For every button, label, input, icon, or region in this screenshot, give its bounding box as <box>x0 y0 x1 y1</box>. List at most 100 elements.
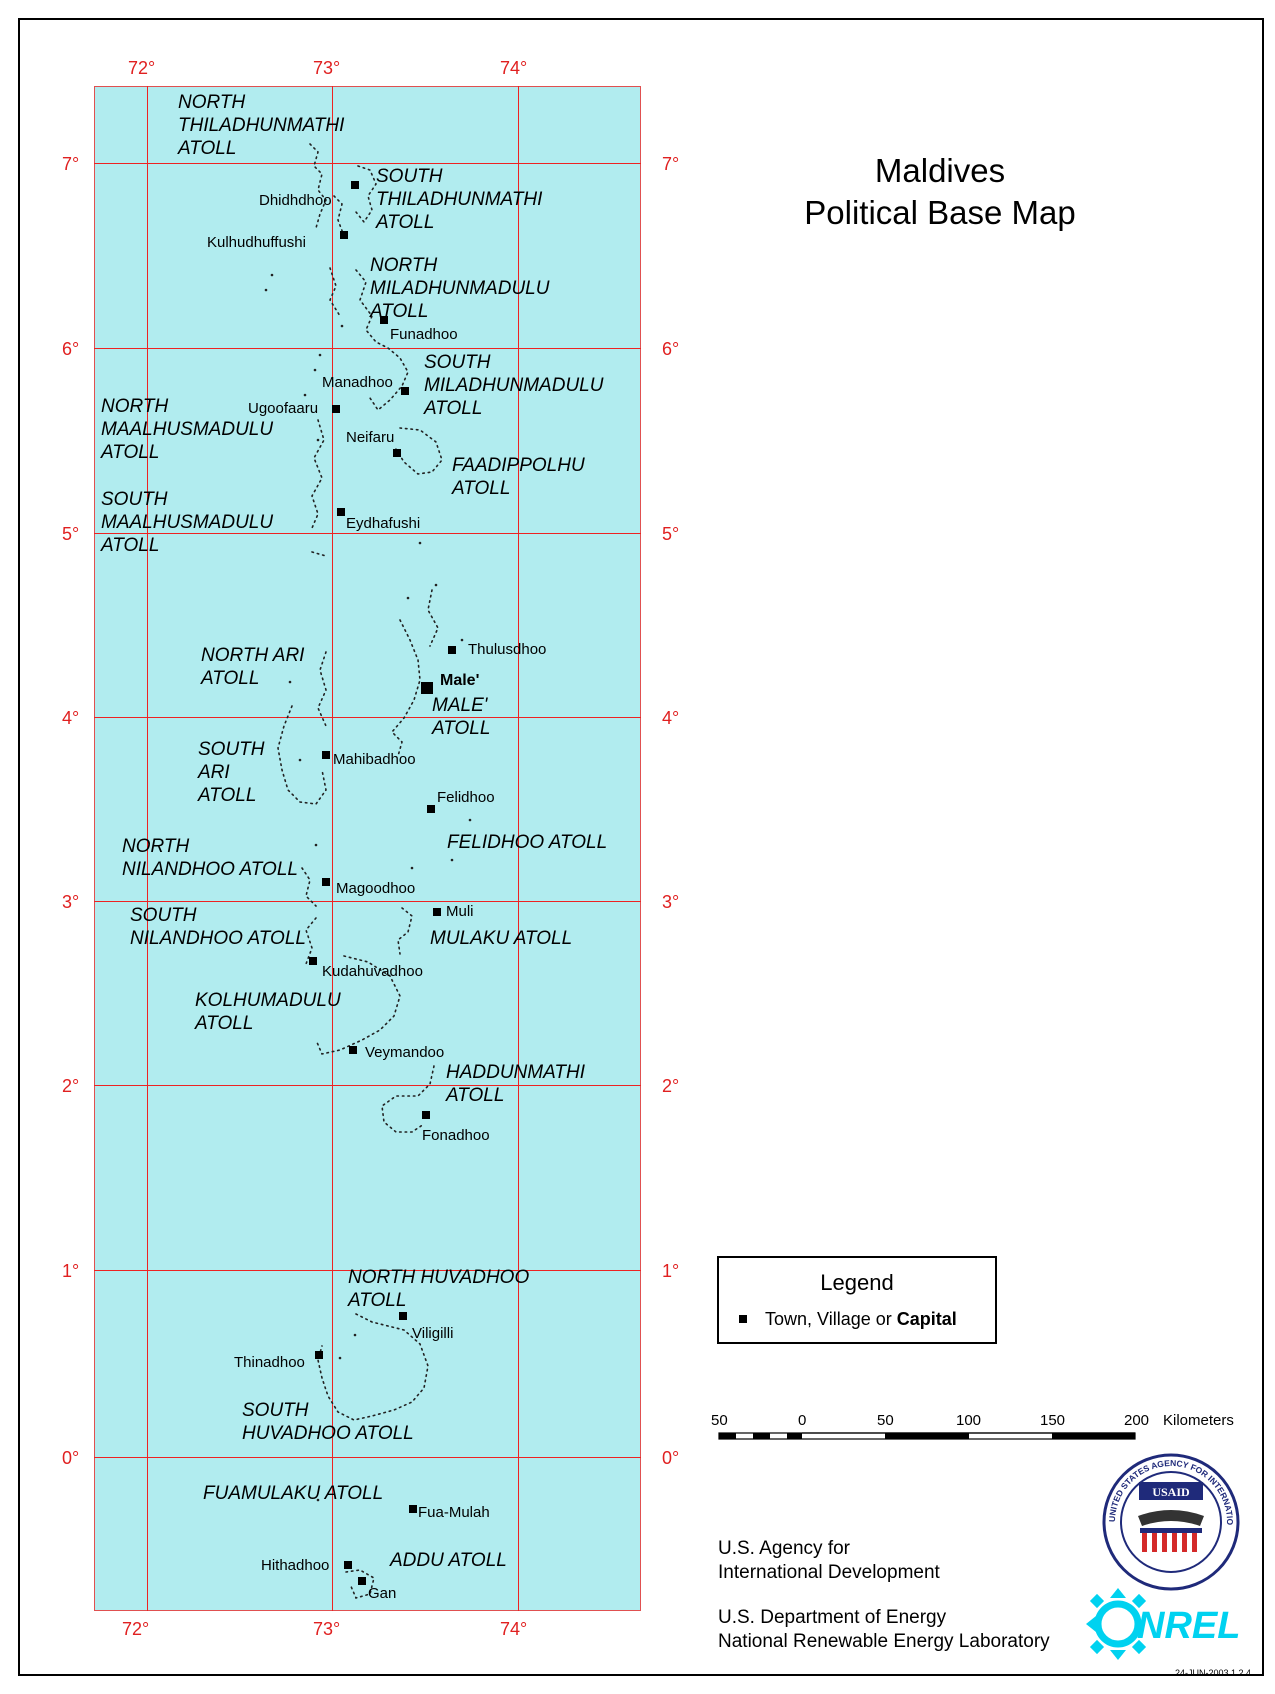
parallel-4 <box>94 717 641 718</box>
town-marker[interactable] <box>337 508 345 516</box>
lat-label-6-right: 6° <box>662 339 680 359</box>
town-marker[interactable] <box>315 1351 323 1359</box>
lat-label-1-right: 1° <box>662 1261 680 1281</box>
doe-nrel-name: U.S. Department of Energy National Renew… <box>718 1606 1050 1654</box>
atoll-label-north-nilandhoo: NORTH NILANDHOO ATOLL <box>122 836 298 880</box>
town-label-fonadhoo[interactable]: Fonadhoo <box>422 1127 490 1144</box>
town-label-thulusdhoo[interactable]: Thulusdhoo <box>468 641 547 658</box>
atoll-label-fuamulaku: FUAMULAKU ATOLL <box>203 1483 384 1504</box>
town-marker[interactable] <box>427 805 435 813</box>
lat-label-4-right: 4° <box>662 708 680 728</box>
town-marker[interactable] <box>322 878 330 886</box>
meridian-73 <box>332 86 333 1611</box>
lat-label-0-left: 0° <box>62 1448 80 1468</box>
town-label-veymandoo[interactable]: Veymandoo <box>365 1044 445 1061</box>
town-label-hithadhoo[interactable]: Hithadhoo <box>261 1557 330 1574</box>
atoll-label-male: MALE' ATOLL <box>432 695 491 739</box>
legend-item: Town, Village or Capital <box>765 1309 957 1330</box>
scale-tick-label: 50 <box>711 1412 728 1429</box>
atoll-label-north-ari: NORTH ARI ATOLL <box>201 645 305 689</box>
atoll-label-south-maalhusmadulu: SOUTH MAALHUSMADULU ATOLL <box>101 489 274 556</box>
atoll-label-faadippolhu: FAADIPPOLHU ATOLL <box>452 455 585 499</box>
town-label-funadhoo[interactable]: Funadhoo <box>390 326 458 343</box>
capital-marker[interactable] <box>421 682 433 694</box>
atoll-label-south-ari: SOUTH ARI ATOLL <box>198 739 265 806</box>
map-title: Maldives Political Base Map <box>740 150 1140 234</box>
town-label-kulhudhuffushi[interactable]: Kulhudhuffushi <box>207 234 306 251</box>
lon-label-74-top: 74° <box>500 58 528 78</box>
town-label-felidhoo[interactable]: Felidhoo <box>437 789 495 806</box>
town-label-ugoofaaru[interactable]: Ugoofaaru <box>248 400 319 417</box>
usaid-line2: International Development <box>718 1562 940 1583</box>
town-marker[interactable] <box>393 449 401 457</box>
atoll-label-north-maalhusmadulu: NORTH MAALHUSMADULU ATOLL <box>101 396 274 463</box>
town-marker[interactable] <box>380 316 388 324</box>
lat-label-7-left: 7° <box>62 154 80 174</box>
town-marker[interactable] <box>309 957 317 965</box>
lat-label-6-left: 6° <box>62 339 80 359</box>
town-label-mahibadhoo[interactable]: Mahibadhoo <box>333 751 416 768</box>
map-title-line2: Political Base Map <box>804 194 1076 231</box>
ocean-area <box>94 86 641 1611</box>
usaid-line1: U.S. Agency for <box>718 1538 851 1559</box>
town-marker[interactable] <box>399 1312 407 1320</box>
town-marker[interactable] <box>322 751 330 759</box>
town-label-muli[interactable]: Muli <box>446 903 474 920</box>
town-marker[interactable] <box>344 1561 352 1569</box>
town-label-neifaru[interactable]: Neifaru <box>346 429 395 446</box>
town-label-viligilli[interactable]: Viligilli <box>412 1325 454 1342</box>
town-marker[interactable] <box>433 908 441 916</box>
town-marker[interactable] <box>422 1111 430 1119</box>
scale-tick-label: 150 <box>1040 1412 1066 1429</box>
town-label-male-capital[interactable]: Male' <box>440 672 480 689</box>
lat-label-7-right: 7° <box>662 154 680 174</box>
town-label-kudahuvadhoo[interactable]: Kudahuvadhoo <box>322 963 423 980</box>
town-marker[interactable] <box>340 231 348 239</box>
scale-tick-label: 200 <box>1124 1412 1150 1429</box>
town-label-manadhoo[interactable]: Manadhoo <box>322 374 393 391</box>
town-marker[interactable] <box>332 405 340 413</box>
date-stamp: 24-JUN-2003 1.2.4 <box>1175 1668 1252 1678</box>
parallel-1 <box>94 1270 641 1271</box>
atoll-label-south-nilandhoo: SOUTH NILANDHOO ATOLL <box>130 905 306 949</box>
town-marker[interactable] <box>448 646 456 654</box>
legend-item-text: Town, Village or <box>765 1309 897 1329</box>
meridian-72 <box>147 86 148 1611</box>
atoll-label-south-huvadhoo: SOUTH HUVADHOO ATOLL <box>242 1400 414 1444</box>
lon-label-72-top: 72° <box>128 58 156 78</box>
atoll-label-kolhumadulu: KOLHUMADULU ATOLL <box>195 990 341 1034</box>
parallel-0 <box>94 1457 641 1458</box>
doe-line1: U.S. Department of Energy <box>718 1607 947 1628</box>
town-label-eydhafushi[interactable]: Eydhafushi <box>346 515 421 532</box>
atoll-label-mulaku: MULAKU ATOLL <box>430 928 573 949</box>
town-label-gan[interactable]: Gan <box>368 1585 397 1602</box>
usaid-name: U.S. Agency for International Developmen… <box>718 1537 940 1585</box>
town-marker[interactable] <box>358 1577 366 1585</box>
legend-town-marker-icon <box>739 1315 747 1323</box>
town-label-dhidhdhoo[interactable]: Dhidhdhoo <box>259 192 332 209</box>
scale-tick-label: 50 <box>877 1412 894 1429</box>
town-marker[interactable] <box>401 387 409 395</box>
town-marker[interactable] <box>409 1505 417 1513</box>
atoll-label-addu: ADDU ATOLL <box>390 1550 507 1571</box>
legend-title: Legend <box>820 1270 894 1295</box>
scale-tick-label: 100 <box>956 1412 982 1429</box>
lat-label-3-left: 3° <box>62 892 80 912</box>
town-marker[interactable] <box>351 181 359 189</box>
town-label-magoodhoo[interactable]: Magoodhoo <box>336 880 416 897</box>
legend-box: Legend Town, Village or Capital <box>717 1256 997 1344</box>
atoll-label-felidhoo: FELIDHOO ATOLL <box>447 832 608 853</box>
meridian-74 <box>518 86 519 1611</box>
lon-label-73-top: 73° <box>313 58 341 78</box>
town-marker[interactable] <box>349 1046 357 1054</box>
lon-label-73-bottom: 73° <box>313 1619 341 1639</box>
town-label-fua-mulah[interactable]: Fua-Mulah <box>418 1504 490 1521</box>
scale-tick-label: 0 <box>798 1412 807 1429</box>
atoll-label-south-thiladhunmathi: SOUTH THILADHUNMATHI ATOLL <box>376 166 543 233</box>
legend-item-capital: Capital <box>896 1309 957 1329</box>
town-label-thinadhoo[interactable]: Thinadhoo <box>234 1354 305 1371</box>
atoll-label-north-miladhunmadulu: NORTH MILADHUNMADULU ATOLL <box>370 255 550 322</box>
lat-label-1-left: 1° <box>62 1261 80 1281</box>
scale-unit: Kilometers <box>1163 1412 1234 1429</box>
